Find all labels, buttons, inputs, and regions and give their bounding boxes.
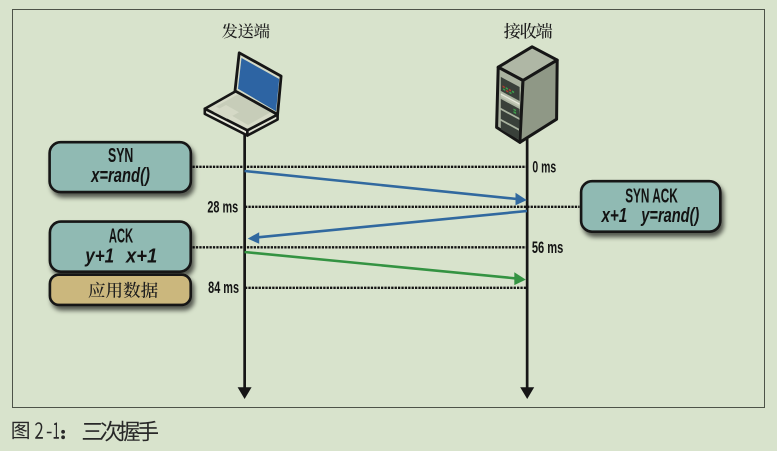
svg-text:84 ms: 84 ms bbox=[208, 279, 239, 298]
svg-text:ACK: ACK bbox=[109, 225, 133, 247]
svg-text:y=rand(): y=rand() bbox=[640, 204, 699, 227]
svg-text:x+1: x+1 bbox=[125, 246, 157, 268]
svg-text:x=rand(): x=rand() bbox=[90, 164, 150, 187]
svg-text:SYN: SYN bbox=[108, 144, 133, 167]
svg-text:0 ms: 0 ms bbox=[532, 157, 556, 176]
svg-text:x+1: x+1 bbox=[601, 204, 628, 227]
svg-text:SYN ACK: SYN ACK bbox=[625, 185, 678, 207]
svg-text:y+1: y+1 bbox=[84, 244, 114, 267]
svg-text:28 ms: 28 ms bbox=[207, 198, 238, 217]
svg-text:56 ms: 56 ms bbox=[532, 239, 564, 258]
